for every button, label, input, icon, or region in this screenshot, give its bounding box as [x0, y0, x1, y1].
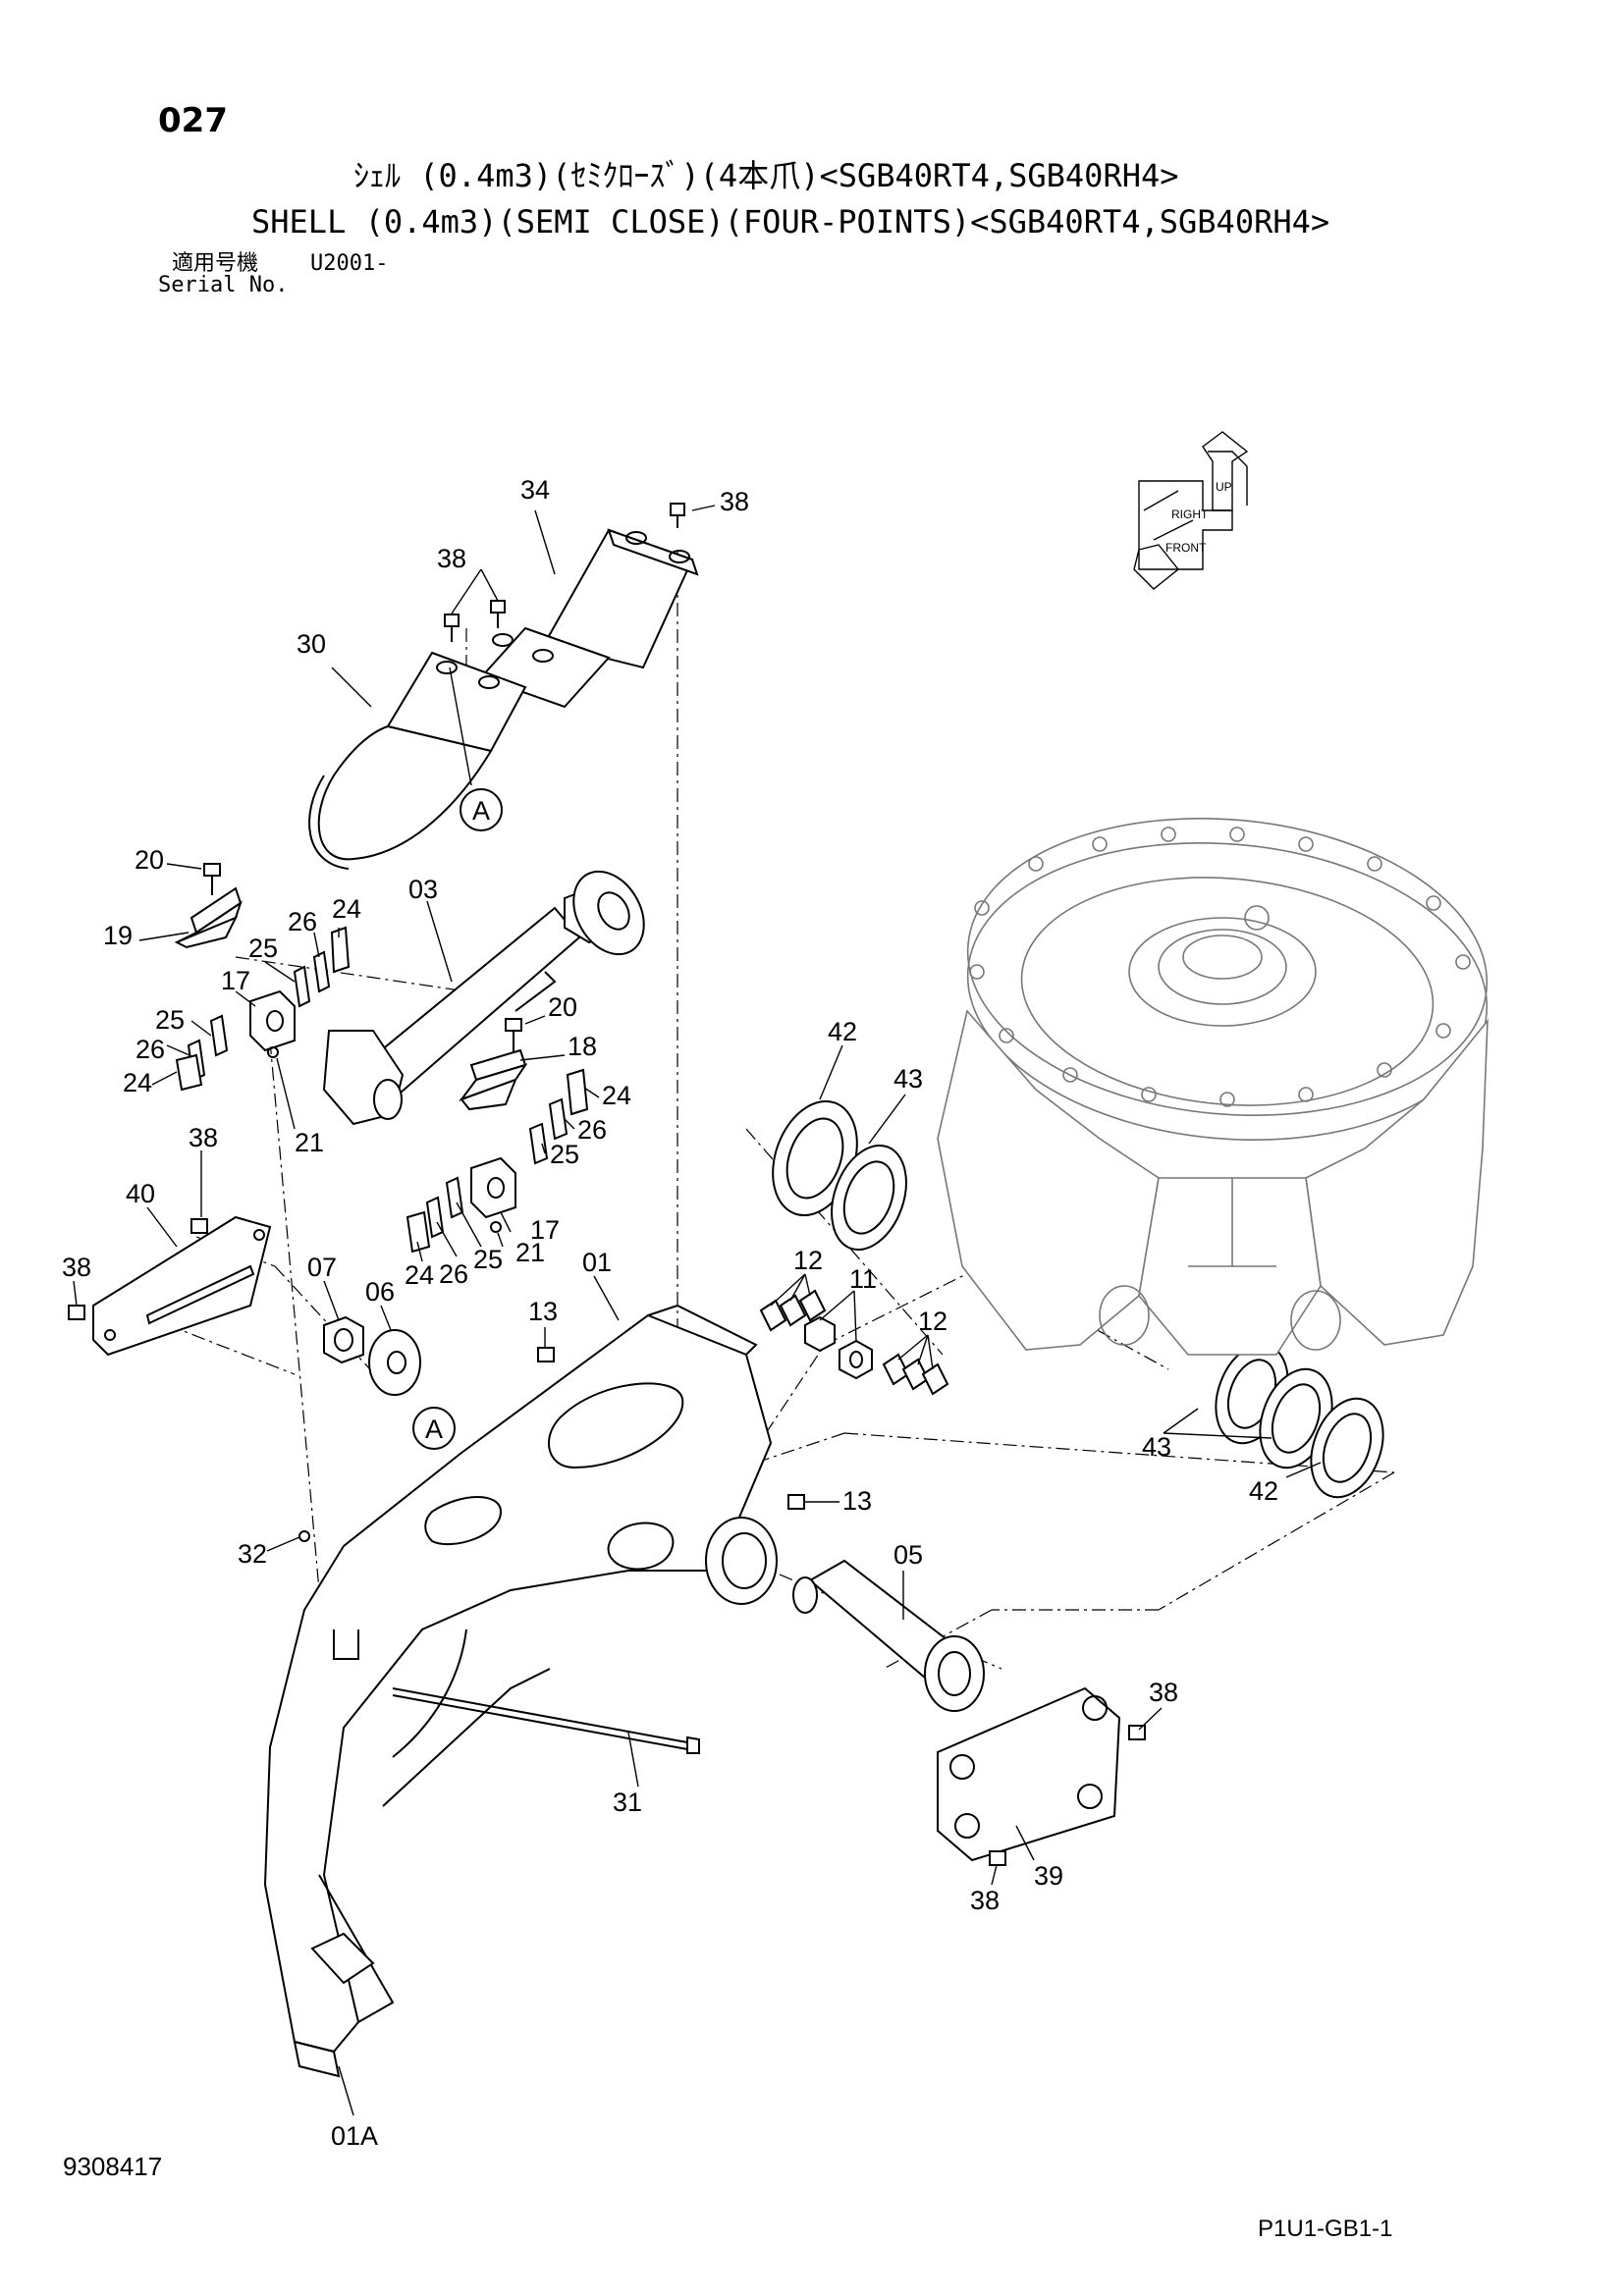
parts-11-spacers — [804, 1315, 873, 1380]
direction-label-front: FRONT — [1165, 541, 1207, 555]
callout-05: 05 — [893, 1540, 923, 1570]
part-17-block-upper — [249, 989, 296, 1052]
part-03-cylinder — [322, 870, 645, 1126]
callout-13: 13 — [528, 1297, 558, 1326]
bolts-38-left — [68, 1218, 208, 1320]
part-30-cover — [308, 651, 527, 870]
page-number: 027 — [158, 101, 228, 140]
callout-38: 38 — [970, 1886, 1000, 1915]
callout-26: 26 — [439, 1259, 468, 1289]
callout-42: 42 — [1249, 1476, 1278, 1506]
callout-26: 26 — [135, 1035, 165, 1064]
part-19-clamp — [174, 886, 243, 949]
direction-label-up: UP — [1216, 480, 1232, 494]
part-31-long-bolt — [392, 1687, 700, 1754]
callout-a: A — [425, 1415, 443, 1444]
callout-39: 39 — [1034, 1861, 1063, 1891]
direction-label-right: RIGHT — [1171, 507, 1209, 521]
bolts-38-top — [444, 503, 685, 642]
part-34-cover-plate — [479, 528, 699, 709]
part-01-arm — [263, 1304, 773, 2078]
part-21-nut-upper — [267, 1046, 279, 1058]
rotator-frame — [937, 817, 1489, 1356]
callout-21: 21 — [515, 1238, 545, 1267]
callout-24: 24 — [123, 1068, 152, 1097]
callout-17: 17 — [530, 1215, 560, 1245]
callout-19: 19 — [103, 921, 133, 950]
callout-34: 34 — [520, 475, 550, 505]
callout-38: 38 — [1149, 1678, 1178, 1707]
callout-25: 25 — [248, 934, 278, 963]
callout-07: 07 — [307, 1253, 337, 1282]
callout-24: 24 — [405, 1260, 434, 1290]
part-21-nut-lower — [490, 1221, 502, 1233]
parts-12-shims-left — [759, 1289, 827, 1332]
bolts-38-right — [989, 1725, 1146, 1866]
serial-label-japanese: 適用号機 — [172, 251, 259, 276]
part-07-nut — [323, 1315, 364, 1364]
part-32-bolt — [298, 1530, 310, 1542]
callout-25: 25 — [550, 1140, 579, 1169]
callout-03: 03 — [408, 875, 438, 904]
direction-symbol: RIGHT FRONT UP — [1133, 431, 1249, 590]
callout-25: 25 — [155, 1005, 185, 1035]
callout-31: 31 — [613, 1788, 642, 1817]
serial-value: U2001- — [310, 251, 389, 276]
part-18-clamp — [459, 1048, 528, 1111]
part-01-arm-boss — [705, 1517, 778, 1605]
parts-42-43-washers-lower — [1215, 1343, 1384, 1499]
callout-32: 32 — [238, 1539, 267, 1569]
callout-24: 24 — [602, 1081, 631, 1110]
figure-code: P1U1-GB1-1 — [1258, 2216, 1393, 2242]
callout-38: 38 — [720, 487, 749, 516]
reference-circle-a-lower — [412, 1407, 456, 1450]
parts-12-shims-right — [882, 1353, 949, 1396]
callout-labels: 34 38 38 30 A 20 19 03 26 24 25 17 25 26… — [62, 475, 1278, 2151]
callout-26: 26 — [577, 1115, 607, 1145]
callout-42: 42 — [828, 1017, 857, 1046]
callout-01a: 01A — [331, 2121, 378, 2151]
callout-13: 13 — [842, 1486, 872, 1516]
title-english: SHELL (0.4m3)(SEMI CLOSE)(FOUR-POINTS)<S… — [251, 203, 1330, 240]
callout-12: 12 — [918, 1307, 947, 1336]
callout-38: 38 — [437, 544, 466, 573]
callout-12: 12 — [793, 1246, 823, 1275]
part-05-pin — [792, 1559, 985, 1712]
callout-30: 30 — [297, 629, 326, 659]
part-20-bolt-upper — [203, 863, 221, 895]
callout-20: 20 — [135, 845, 164, 875]
callout-43: 43 — [1142, 1432, 1171, 1462]
callout-26: 26 — [288, 907, 317, 936]
parts-24-25-26-pads-upper — [175, 926, 351, 1092]
part-40-side-plate — [92, 1215, 272, 1357]
part-06-washer — [368, 1329, 421, 1396]
callout-24: 24 — [332, 894, 361, 924]
part-39-side-plate — [937, 1686, 1121, 1862]
callout-11: 11 — [849, 1264, 877, 1294]
callout-06: 06 — [365, 1277, 395, 1307]
reference-circle-a-upper — [460, 788, 503, 831]
callout-43: 43 — [893, 1064, 923, 1094]
callout-40: 40 — [126, 1179, 155, 1208]
part-20-bolt-lower — [505, 1018, 522, 1052]
parts-42-43-washers-upper — [772, 1099, 907, 1252]
serial-label-english: Serial No. — [158, 273, 289, 297]
callout-21: 21 — [295, 1128, 324, 1157]
drawing-number: 9308417 — [63, 2152, 163, 2181]
callout-01: 01 — [582, 1248, 612, 1277]
callout-38: 38 — [189, 1123, 218, 1152]
callout-a: A — [472, 796, 490, 826]
callout-18: 18 — [568, 1032, 597, 1061]
callout-17: 17 — [221, 966, 250, 995]
bolts-13 — [537, 1347, 805, 1510]
leader-lines — [73, 505, 1322, 2116]
part-17-block-lower — [470, 1156, 516, 1219]
callout-20: 20 — [548, 992, 577, 1022]
title-japanese: ｼｪﾙ (0.4m3)(ｾﾐｸﾛｰｽﾞ)(4本爪)<SGB40RT4,SGB40… — [353, 157, 1179, 194]
callout-38: 38 — [62, 1253, 91, 1282]
callout-25: 25 — [473, 1245, 503, 1274]
